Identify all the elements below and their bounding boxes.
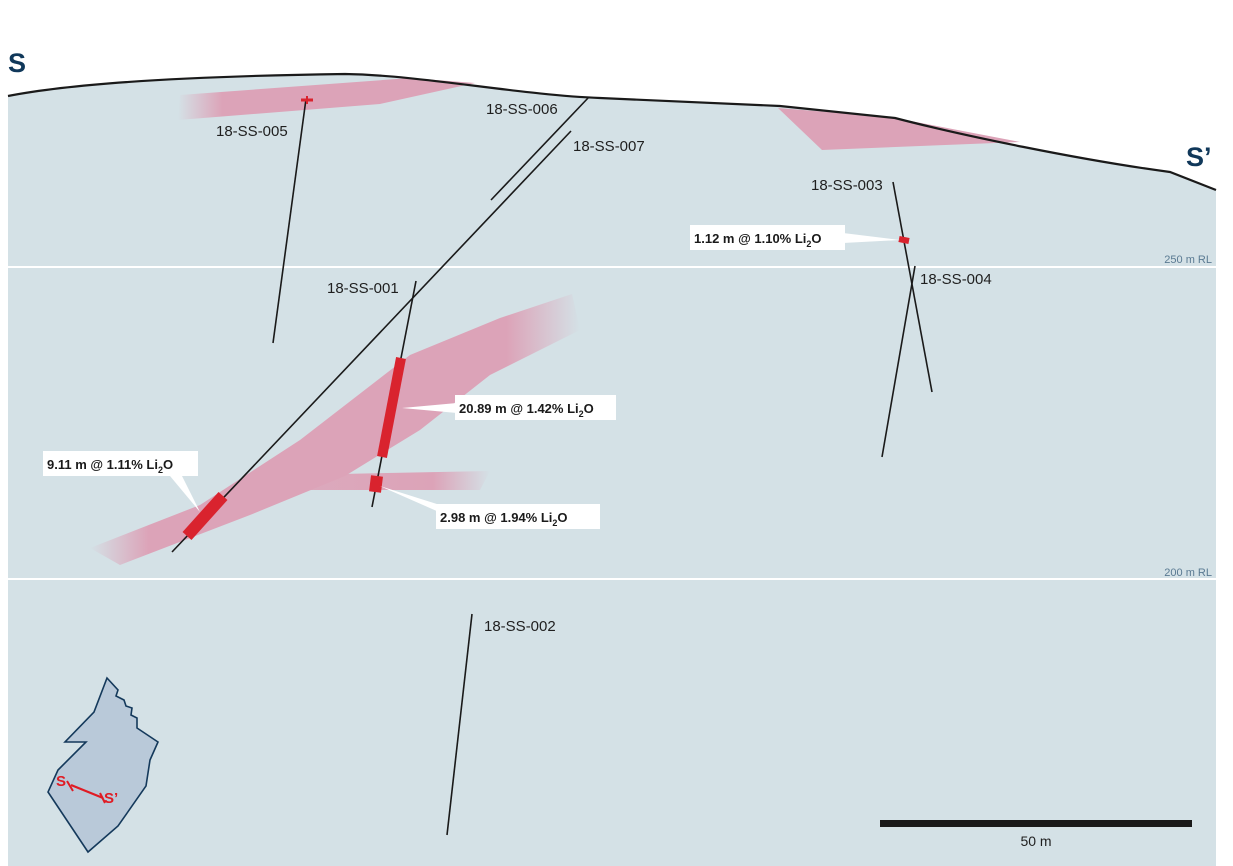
drillhole-18-ss-005-trace	[272, 98, 307, 344]
intercept-bar-18-ss-001-upper	[377, 357, 406, 458]
intercept-callout-9-11-text: 9.11 m @ 1.11% Li2O	[47, 457, 173, 475]
drillhole-label-18-ss-002: 18-SS-002	[484, 618, 556, 635]
intercept-callout-2-98-text: 2.98 m @ 1.94% Li2O	[440, 510, 568, 528]
drillhole-18-ss-003-trace	[892, 181, 933, 393]
drillhole-label-18-ss-006: 18-SS-006	[486, 101, 558, 118]
intercept-callout-20-89-text: 20.89 m @ 1.42% Li2O	[459, 401, 594, 419]
drillhole-label-18-ss-007: 18-SS-007	[573, 138, 645, 155]
topography-line	[7, 72, 1217, 192]
intercept-bar-18-ss-007	[182, 491, 228, 541]
inset-property-outline	[47, 676, 160, 854]
inset-end-label: S’	[104, 790, 118, 807]
callout-leader-20-89	[402, 403, 457, 413]
drillhole-18-ss-004-trace	[881, 265, 916, 458]
drillhole-label-18-ss-005: 18-SS-005	[216, 123, 288, 140]
intercept-callout-9-11: 9.11 m @ 1.11% Li2O	[43, 451, 198, 476]
inset-section-tick-start	[66, 780, 74, 792]
intercept-callout-1-12: 1.12 m @ 1.10% Li2O	[690, 225, 845, 250]
intercept-bar-18-ss-001-lower	[369, 475, 383, 493]
pegmatite-body-near-surface-west	[178, 78, 475, 120]
inset-section-tick-end	[99, 792, 106, 804]
intercept-callout-20-89: 20.89 m @ 1.42% Li2O	[455, 395, 616, 420]
rl-200-label: 200 m RL	[1164, 567, 1212, 579]
inset-section-line	[70, 783, 104, 800]
callout-leader-2-98	[380, 486, 448, 516]
inset-start-label: S	[56, 773, 66, 790]
scale-bar	[880, 820, 1192, 827]
section-end-label: S’	[1186, 142, 1212, 172]
pegmatite-body-lower-dike	[300, 471, 490, 490]
section-start-label: S	[8, 48, 26, 78]
drillhole-label-18-ss-001: 18-SS-001	[327, 280, 399, 297]
inset-location-map: S S’	[47, 676, 160, 854]
drillhole-label-18-ss-003: 18-SS-003	[811, 177, 883, 194]
drillhole-18-ss-006-trace	[490, 96, 590, 201]
intercept-callout-1-12-text: 1.12 m @ 1.10% Li2O	[694, 231, 822, 249]
callout-leader-9-11	[170, 476, 200, 512]
callout-leader-1-12	[843, 233, 900, 243]
pegmatite-body-main-dike	[90, 294, 580, 565]
intercept-callout-2-98: 2.98 m @ 1.94% Li2O	[436, 504, 600, 529]
rl-250-label: 250 m RL	[1164, 254, 1212, 266]
scale-bar-label: 50 m	[1020, 833, 1051, 849]
pegmatite-body-near-surface-east	[778, 108, 1020, 150]
drillhole-18-ss-002-trace	[446, 613, 473, 836]
intercept-bar-18-ss-003	[898, 236, 910, 244]
drillhole-label-18-ss-004: 18-SS-004	[920, 271, 992, 288]
drillhole-18-ss-007-trace	[171, 130, 572, 553]
